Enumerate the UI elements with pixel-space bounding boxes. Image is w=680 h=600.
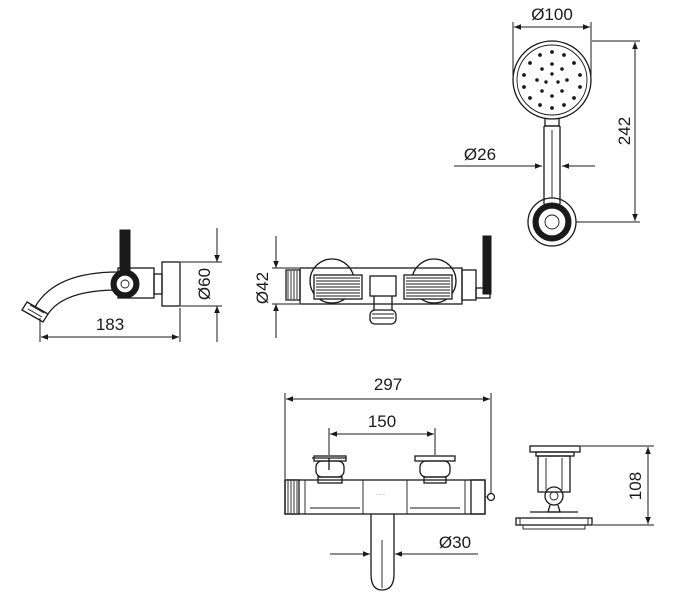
dim-label-handle-diameter: Ø26 <box>464 145 496 164</box>
dimension-body: Ø42 <box>253 236 299 338</box>
right-sleeve-ribs <box>406 277 450 297</box>
left-sleeve-ribs <box>316 277 360 297</box>
shower-holder-side-view <box>515 445 593 530</box>
dimension-spout: Ø30 <box>330 533 478 557</box>
dim-label-shower-diameter: Ø100 <box>531 5 573 24</box>
dimension-overall-width: 297 <box>284 375 492 493</box>
dim-label-flange-diameter: Ø60 <box>195 268 214 300</box>
dim-label-side-height: 108 <box>626 472 645 500</box>
dim-label-spout-diameter: Ø30 <box>439 533 471 552</box>
dimension-spout-length: 183 <box>39 308 181 342</box>
dimension-flange: Ø60 <box>181 228 222 342</box>
dimension-side-height: 108 <box>581 445 654 526</box>
dimension-shower-length: 242 <box>576 40 640 223</box>
mixer-top-view <box>285 235 492 325</box>
shower-nozzles <box>522 50 582 110</box>
dim-label-body-diameter: Ø42 <box>253 272 272 304</box>
mixer-side-view <box>21 229 181 323</box>
hand-shower-view <box>512 40 592 247</box>
dimension-handle: Ø26 <box>454 145 595 169</box>
dimension-center-distance: 150 <box>328 412 436 455</box>
dim-label-center-distance: 150 <box>368 412 396 431</box>
mixer-front-view: ······· <box>284 455 496 591</box>
dimension-shower-head: Ø100 <box>512 5 592 78</box>
dim-label-spout-length: 183 <box>96 315 124 334</box>
dim-label-overall-width: 297 <box>374 375 402 394</box>
svg-text:·······: ······· <box>376 492 385 497</box>
dim-label-shower-length: 242 <box>615 117 634 145</box>
